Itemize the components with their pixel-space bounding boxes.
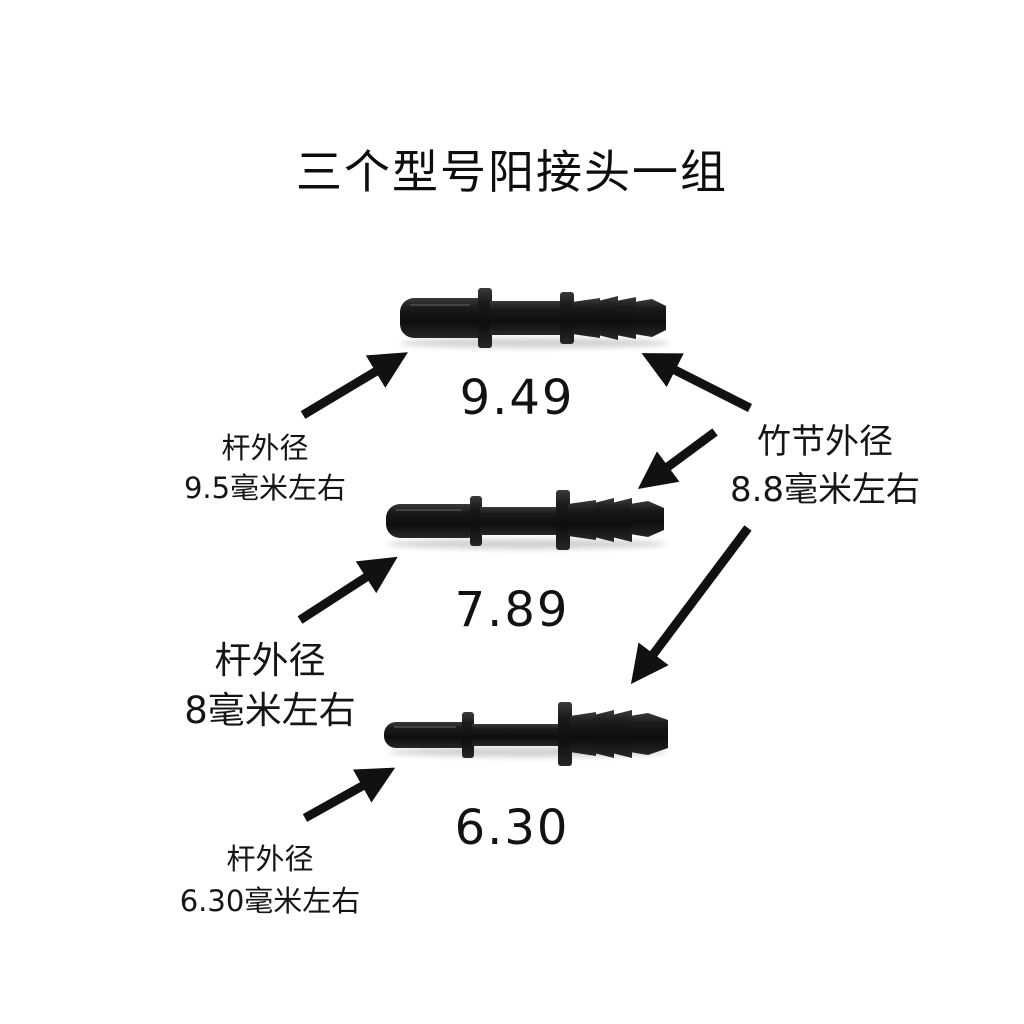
barb-note-line2: 8.8毫米左右 (729, 470, 921, 510)
rod-note-1: 杆外径 9.5毫米左右 (160, 428, 370, 508)
size-label-1: 9.49 (459, 370, 575, 426)
arrow-rod-9-5 (300, 352, 408, 419)
arrow-barb-middle (637, 428, 718, 489)
size-label-2: 7.89 (454, 582, 570, 638)
rod-note-2: 杆外径 8毫米左右 (160, 636, 380, 736)
size-label-3: 6.30 (454, 800, 570, 856)
rod-note-2-line2: 8毫米左右 (184, 689, 356, 732)
rod-note-3-line1: 杆外径 (226, 842, 314, 876)
arrow-barb-bottom (630, 525, 752, 685)
rod-note-3: 杆外径 6.30毫米左右 (155, 838, 385, 922)
image-title: 三个型号阳接头一组 (296, 145, 728, 199)
connector-7-89 (386, 490, 667, 550)
rod-note-1-line2: 9.5毫米左右 (183, 471, 347, 505)
barb-note: 竹节外径 8.8毫米左右 (705, 418, 945, 514)
barb-note-line1: 竹节外径 (757, 422, 893, 462)
arrow-rod-6-30 (302, 767, 396, 822)
rod-note-1-line1: 杆外径 (221, 431, 309, 465)
connector-9-49 (400, 288, 670, 348)
arrow-barb-top (641, 353, 753, 413)
rod-note-2-line1: 杆外径 (214, 639, 326, 682)
connector-6-30 (384, 702, 668, 766)
arrow-rod-8 (297, 556, 398, 624)
rod-note-3-line2: 6.30毫米左右 (179, 884, 361, 918)
